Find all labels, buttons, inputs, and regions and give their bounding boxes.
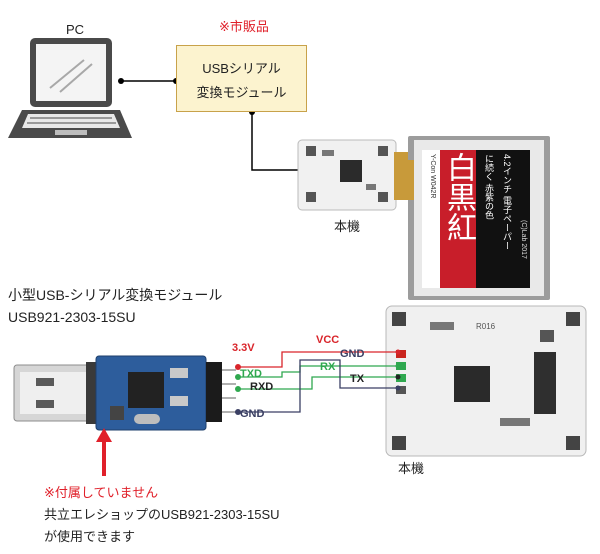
epaper-side-text: に続く 赤紫の色 xyxy=(484,154,494,220)
pin-label-vcc: VCC xyxy=(316,334,340,346)
epaper-size-text: 4.2インチ 電子ペーパー xyxy=(502,154,512,251)
module-title-line1: 小型USB-シリアル変換モジュール xyxy=(8,287,223,303)
device-board-bottom xyxy=(385,305,587,457)
usb-serial-converter-box: USBシリアル 変換モジュール xyxy=(176,45,307,112)
retail-note: ※市販品 xyxy=(219,19,269,34)
pin-label-3v3: 3.3V xyxy=(232,342,255,354)
pin-label-rxd: RXD xyxy=(250,381,274,393)
pin-label-txd: TXD xyxy=(240,368,262,380)
laptop-icon xyxy=(8,38,132,138)
epaper-lab-text: (C)Lab 2017 xyxy=(520,220,527,259)
compat-note-line2: が使用できます xyxy=(44,529,136,544)
pin-label-gnd-left: GND xyxy=(240,408,265,420)
epaper-big-chars: 白黒紅 xyxy=(441,152,476,242)
pin-label-tx: TX xyxy=(350,373,365,385)
device-label-bottom: 本機 xyxy=(398,461,425,476)
converter-label-line1: USBシリアル xyxy=(202,61,281,76)
device-board-top xyxy=(297,139,414,211)
usb-plug xyxy=(13,362,98,424)
converter-to-device-line xyxy=(249,109,305,173)
txd-to-rx-wire xyxy=(238,365,398,378)
pin-label-gnd-right: GND xyxy=(340,348,365,360)
device-label-top: 本機 xyxy=(334,219,361,234)
rxd-to-tx-wire xyxy=(238,376,398,390)
board-silk-label: R016 xyxy=(476,322,496,331)
usb-serial-module xyxy=(95,355,236,431)
epaper-model-text: Y-Con W042R xyxy=(429,154,436,199)
wires xyxy=(235,349,401,415)
red-arrow xyxy=(96,428,112,476)
module-title-line2: USB921-2303-15SU xyxy=(8,309,136,325)
vcc-wire xyxy=(238,351,398,368)
pc-to-converter-line xyxy=(118,78,179,84)
not-included-note: ※付属していません xyxy=(44,485,159,500)
pin-label-rx: RX xyxy=(320,361,336,373)
header-pins xyxy=(396,350,406,394)
gnd-wire xyxy=(238,359,398,413)
epaper-display xyxy=(404,136,550,300)
compat-note-line1: 共立エレショップのUSB921-2303-15SU xyxy=(44,507,280,522)
converter-label-line2: 変換モジュール xyxy=(196,85,287,100)
pc-label: PC xyxy=(66,22,85,37)
